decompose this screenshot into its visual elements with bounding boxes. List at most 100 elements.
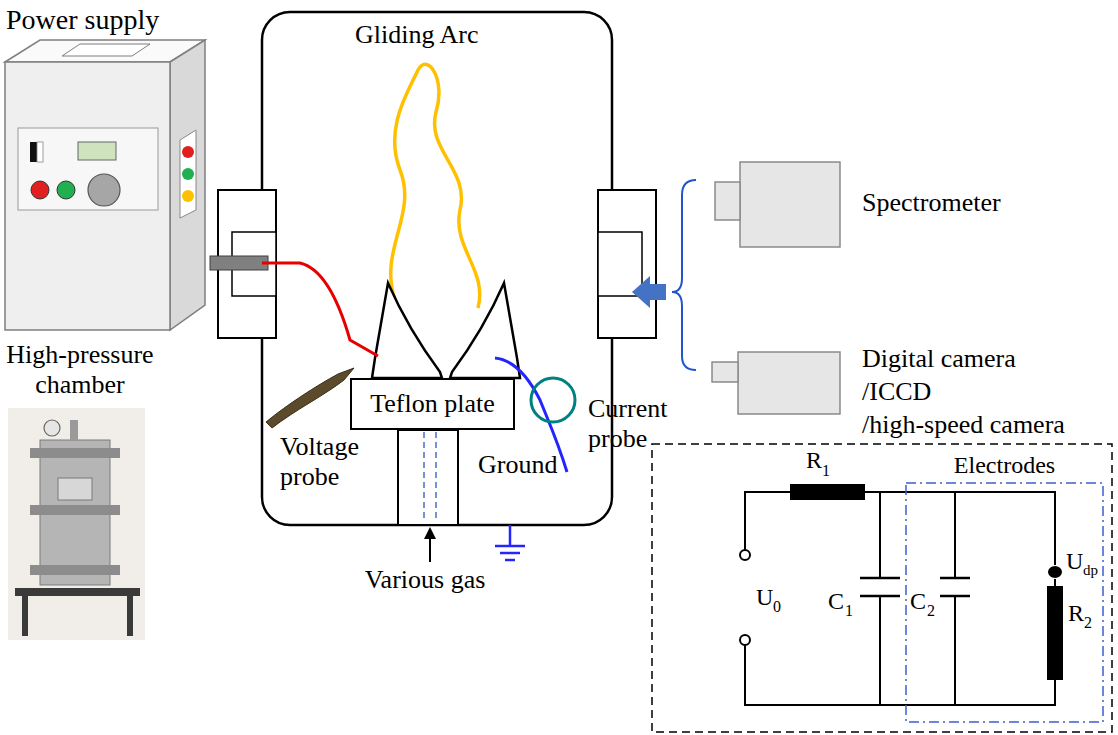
- voltage-symbol: U: [756, 584, 773, 612]
- component-subscript: 1: [822, 462, 830, 480]
- power-supply-cabinet: [180, 130, 196, 218]
- gas-arrow: [429, 536, 431, 562]
- ground-symbol: [495, 545, 525, 548]
- circuit-frame: [652, 444, 1112, 732]
- chamber-photo: [30, 505, 120, 515]
- arc-label: Gliding Arc: [355, 20, 479, 50]
- power-supply-cabinet: [62, 44, 150, 56]
- power-supply-cabinet: [78, 142, 116, 160]
- chamber-wall: [262, 12, 612, 525]
- device-label: Power supply: [6, 4, 159, 36]
- chamber-photo: [70, 420, 78, 440]
- component-symbol: C: [828, 588, 844, 616]
- power-supply-cabinet: [31, 181, 49, 199]
- electrodes-group: Electrodes: [905, 482, 1104, 723]
- window-port: [598, 190, 656, 338]
- component-subscript: 1: [845, 602, 853, 620]
- capacitor-symbol: [940, 595, 970, 598]
- ground-symbol: [505, 559, 515, 562]
- gas-tube: [398, 430, 458, 525]
- chamber-photo: [44, 420, 60, 436]
- power-supply-cabinet: [57, 181, 75, 199]
- resistor-symbol: [1047, 586, 1063, 680]
- component-subscript: 2: [1084, 614, 1092, 632]
- electrode: [372, 283, 442, 378]
- voltage-probe-pen: [266, 368, 354, 428]
- circuit-wire: [745, 492, 1055, 565]
- gas-arrow: [424, 527, 436, 562]
- instrument-label: /ICCD: [862, 377, 931, 407]
- chamber-photo: [127, 596, 133, 636]
- resistor-symbol: [790, 484, 865, 500]
- terminal: [740, 635, 750, 645]
- capacitor-symbol: [940, 577, 970, 580]
- terminal: [740, 550, 750, 560]
- current-probe-ring: [531, 378, 575, 422]
- chamber-photo: [30, 565, 120, 575]
- terminal: [740, 550, 750, 645]
- voltage-subscript: dp: [1083, 562, 1098, 579]
- chamber-photo: [30, 448, 120, 458]
- electrode: [372, 283, 520, 378]
- feedthrough: [210, 256, 268, 270]
- voltage-subscript: 0: [773, 598, 781, 616]
- group-outline: [906, 483, 1103, 722]
- power-supply-cabinet: [170, 40, 205, 330]
- chamber-photo: [8, 408, 145, 640]
- power-supply-cabinet: [37, 142, 43, 162]
- circuit-wire: [954, 596, 956, 705]
- ground-symbol: [500, 552, 520, 555]
- group-heading: Electrodes: [905, 452, 1104, 480]
- gas-arrow: [424, 527, 436, 539]
- arc-discharge: [391, 64, 480, 308]
- chamber-photo: [22, 596, 28, 636]
- power-supply-cabinet: [182, 168, 194, 180]
- ground-label: Ground: [478, 450, 557, 480]
- probe-label: Current probe: [588, 394, 688, 454]
- spectrometer-icon: [740, 162, 840, 247]
- chamber-photo: [58, 478, 92, 500]
- gas-label: Various gas: [335, 565, 515, 595]
- box-label: Teflon plate: [370, 389, 495, 419]
- chamber-photo: [15, 588, 140, 596]
- camera-icon: [712, 352, 840, 414]
- instrument-label: /high-speed camera: [862, 410, 1065, 440]
- circuit-wire: [954, 492, 956, 578]
- hv-wire: [262, 263, 378, 356]
- light-arrow: [632, 276, 666, 308]
- component-symbol: R: [806, 447, 822, 475]
- circuit-wire: [879, 492, 881, 578]
- power-supply-cabinet: [30, 142, 37, 162]
- component-symbol: C: [910, 588, 926, 616]
- circuit-wire: [745, 645, 1055, 705]
- power-supply-cabinet: [88, 174, 120, 206]
- circuit-wire: [745, 492, 1055, 705]
- circuit-wire: [1054, 579, 1056, 586]
- ground-symbol: [509, 525, 512, 546]
- ground-symbol: [495, 525, 525, 560]
- device-label: High-pressure chamber: [0, 340, 160, 400]
- capacitor-symbol: [860, 577, 900, 580]
- chamber-photo: [8, 408, 145, 640]
- instrument-label: Spectrometer: [862, 188, 1001, 218]
- group-outline: [905, 482, 1104, 723]
- power-supply-cabinet: [182, 190, 194, 202]
- component-symbol: R: [1068, 600, 1084, 628]
- window-port: [598, 232, 642, 296]
- camera-icon: [738, 352, 840, 414]
- teflon-plate: Teflon plate: [350, 378, 515, 430]
- capacitor-symbol: [860, 595, 900, 598]
- power-supply-cabinet: [182, 146, 194, 158]
- voltage-symbol: U: [1066, 548, 1083, 576]
- component-subscript: 2: [927, 602, 935, 620]
- bracket: [672, 180, 696, 370]
- power-supply-cabinet: [5, 62, 170, 330]
- voltage-drop-marker: [1048, 566, 1062, 578]
- instrument-label: Digital camera: [862, 344, 1016, 374]
- spectrometer-icon: [715, 182, 740, 220]
- spectrometer-icon: [715, 162, 840, 247]
- circuit-wire: [879, 596, 881, 705]
- power-supply-cabinet: [5, 40, 205, 330]
- power-supply-cabinet: [18, 128, 158, 210]
